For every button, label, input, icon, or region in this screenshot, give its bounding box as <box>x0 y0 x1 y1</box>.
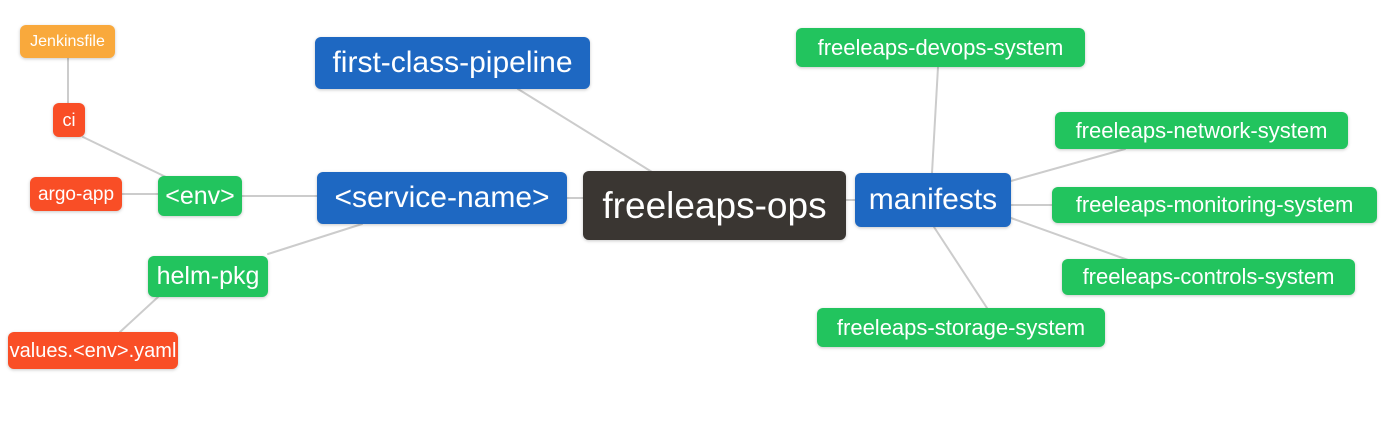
mindmap-node-pipeline[interactable]: first-class-pipeline <box>315 37 590 89</box>
mindmap-node-monitoring[interactable]: freeleaps-monitoring-system <box>1052 187 1377 223</box>
mindmap-node-jenkinsfile[interactable]: Jenkinsfile <box>20 25 115 58</box>
edge-manifests-to-storage <box>933 226 988 309</box>
edge-pipeline-to-ops <box>517 88 653 173</box>
edge-service-to-helm-pkg <box>267 223 363 255</box>
mindmap-node-manifests[interactable]: manifests <box>855 173 1011 227</box>
mindmap-node-service[interactable]: <service-name> <box>317 172 567 224</box>
mindmap-node-ops[interactable]: freeleaps-ops <box>583 171 846 240</box>
mindmap-node-values-yaml[interactable]: values.<env>.yaml <box>8 332 178 369</box>
edge-helm-pkg-to-values-yaml <box>119 296 159 333</box>
mindmap-node-controls[interactable]: freeleaps-controls-system <box>1062 259 1355 295</box>
edge-manifests-to-controls <box>1010 217 1129 261</box>
edge-manifests-to-network <box>1010 148 1126 182</box>
mindmap-node-devops[interactable]: freeleaps-devops-system <box>796 28 1085 67</box>
mindmap-node-env[interactable]: <env> <box>158 176 242 216</box>
edge-manifests-to-devops <box>931 66 939 174</box>
edge-ci-to-env <box>82 136 169 179</box>
mindmap-node-ci[interactable]: ci <box>53 103 85 137</box>
mindmap-node-network[interactable]: freeleaps-network-system <box>1055 112 1348 149</box>
mindmap-node-helm-pkg[interactable]: helm-pkg <box>148 256 268 297</box>
mindmap-node-storage[interactable]: freeleaps-storage-system <box>817 308 1105 347</box>
mindmap-node-argo-app[interactable]: argo-app <box>30 177 122 211</box>
